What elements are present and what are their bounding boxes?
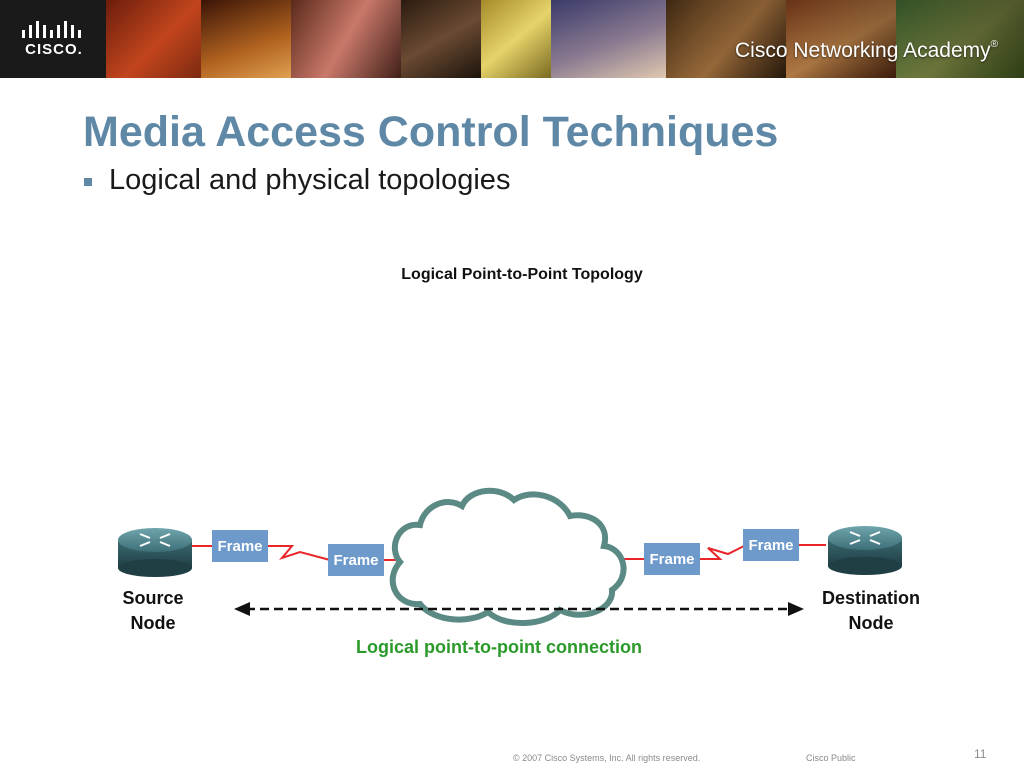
cisco-wordmark: CISCO. [25, 41, 83, 58]
destination-router-icon [828, 526, 902, 575]
header-banner: CISCO. Cisco Networking Academy® [0, 0, 1024, 78]
banner-photo [481, 0, 551, 78]
bullet-item: Logical and physical topologies [84, 164, 510, 197]
source-node-label: Source Node [113, 586, 193, 636]
destination-node-line1: Destination [821, 588, 920, 608]
frame-box-3: Frame [644, 543, 700, 575]
source-node-line1: Source [122, 588, 184, 608]
registered-mark: ® [990, 39, 998, 50]
footer-classification: Cisco Public [806, 753, 856, 763]
frame-box-1: Frame [212, 530, 268, 562]
destination-node-line2: Node [848, 613, 894, 633]
banner-photo [401, 0, 481, 78]
academy-text: Cisco Networking Academy [735, 39, 991, 62]
bullet-square-icon [84, 177, 92, 186]
wan-cloud [389, 487, 627, 626]
footer-copyright: © 2007 Cisco Systems, Inc. All rights re… [513, 753, 701, 763]
academy-brand: Cisco Networking Academy® [735, 39, 998, 63]
banner-photo [201, 0, 291, 78]
source-router-icon [118, 528, 192, 577]
banner-photo [291, 0, 401, 78]
frame-box-4: Frame [743, 529, 799, 561]
banner-photo [551, 0, 666, 78]
banner-shade [694, 0, 1024, 78]
cisco-logo: CISCO. [0, 0, 106, 78]
frame-box-2: Frame [328, 544, 384, 576]
destination-node-label: Destination Node [812, 586, 930, 636]
banner-photo [106, 0, 201, 78]
slide-page-number: 11 [974, 747, 987, 761]
logical-connection-arrow [234, 602, 804, 616]
bullet-text: Logical and physical topologies [109, 164, 511, 196]
cisco-bridge-icon [22, 21, 81, 38]
diagram-title: Logical Point-to-Point Topology [401, 266, 643, 283]
slide-title: Media Access Control Techniques [83, 108, 779, 156]
source-node-line2: Node [130, 613, 176, 633]
connection-label: Logical point-to-point connection [356, 637, 642, 657]
